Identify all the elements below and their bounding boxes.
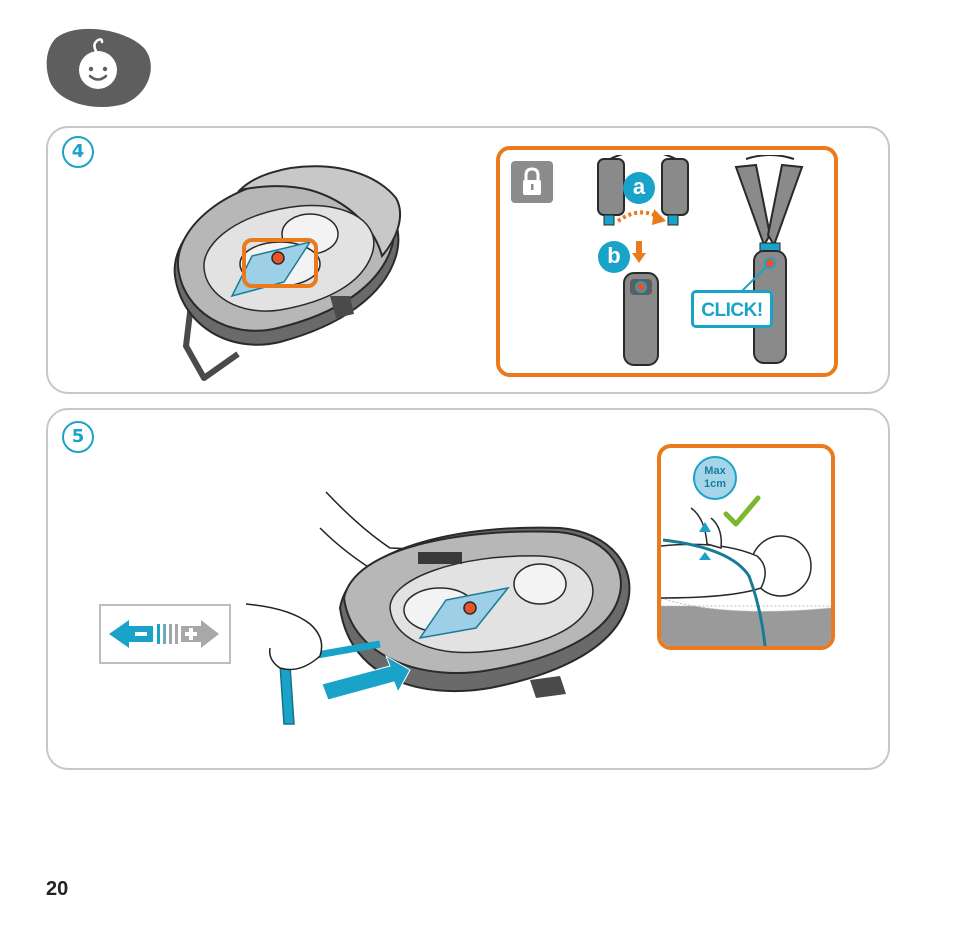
- lock-icon: [511, 161, 553, 203]
- 1cm-label: 1cm: [704, 478, 726, 490]
- step-a-label: a: [623, 172, 655, 204]
- max-label: Max: [704, 465, 725, 477]
- step-4-number: 4: [62, 136, 94, 168]
- click-label: CLICK!: [691, 290, 773, 328]
- step-5-number: 5: [62, 421, 94, 453]
- tightness-detail-box: [657, 444, 835, 650]
- tighten-harness-illustration: [240, 488, 640, 728]
- page-number: 20: [46, 878, 68, 901]
- checkmark-icon: [722, 492, 762, 532]
- tighten-indicator: [99, 604, 231, 664]
- car-seat-illustration: [160, 146, 420, 386]
- step-b-label: b: [598, 241, 630, 273]
- baby-face-icon: [46, 26, 154, 108]
- buckled-illustration: [730, 155, 810, 370]
